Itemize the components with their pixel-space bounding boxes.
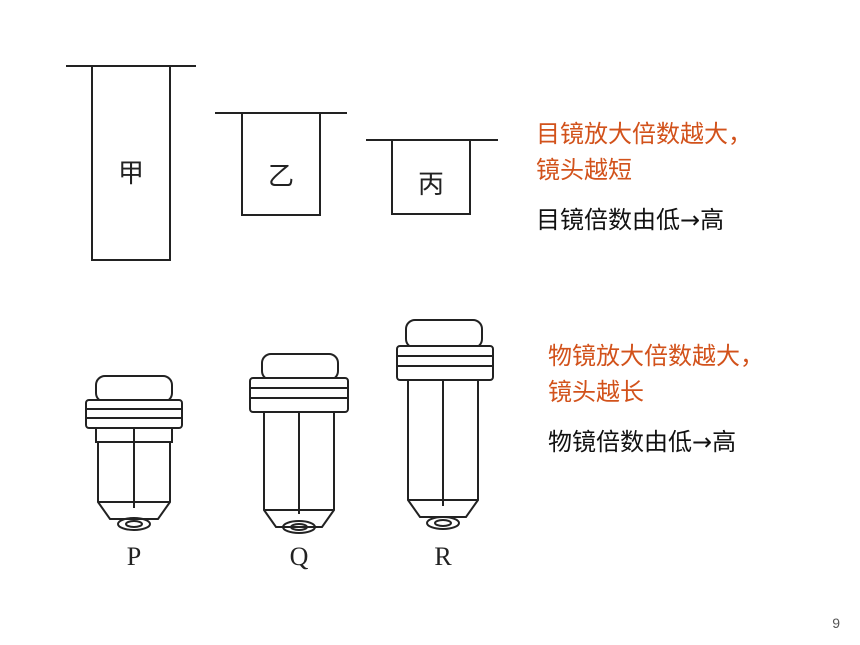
eyepiece-label-jia: 甲	[118, 159, 144, 189]
eyepiece-label-yi: 乙	[268, 162, 294, 192]
objective-order-note: 物镜倍数由低→高	[548, 428, 737, 456]
objective-label-r: R	[434, 542, 452, 571]
objective-r: R	[396, 319, 494, 571]
eyepiece-note-line1: 目镜放大倍数越大，	[536, 120, 752, 148]
eyepiece-yi: 乙	[215, 112, 347, 216]
page-number: 9	[832, 615, 840, 631]
eyepiece-label-bing: 丙	[418, 170, 444, 200]
objective-p: P	[85, 375, 183, 571]
eyepiece-jia: 甲	[66, 65, 196, 261]
objective-q: Q	[249, 353, 349, 571]
objective-note-line2: 镜头越长	[548, 378, 644, 406]
objective-label-q: Q	[290, 542, 309, 571]
eyepiece-note-line2: 镜头越短	[536, 156, 632, 184]
objective-label-p: P	[127, 542, 141, 571]
objective-note-line1: 物镜放大倍数越大，	[548, 342, 764, 370]
eyepiece-order-note: 目镜倍数由低→高	[536, 206, 725, 234]
eyepiece-bing: 丙	[366, 139, 498, 215]
